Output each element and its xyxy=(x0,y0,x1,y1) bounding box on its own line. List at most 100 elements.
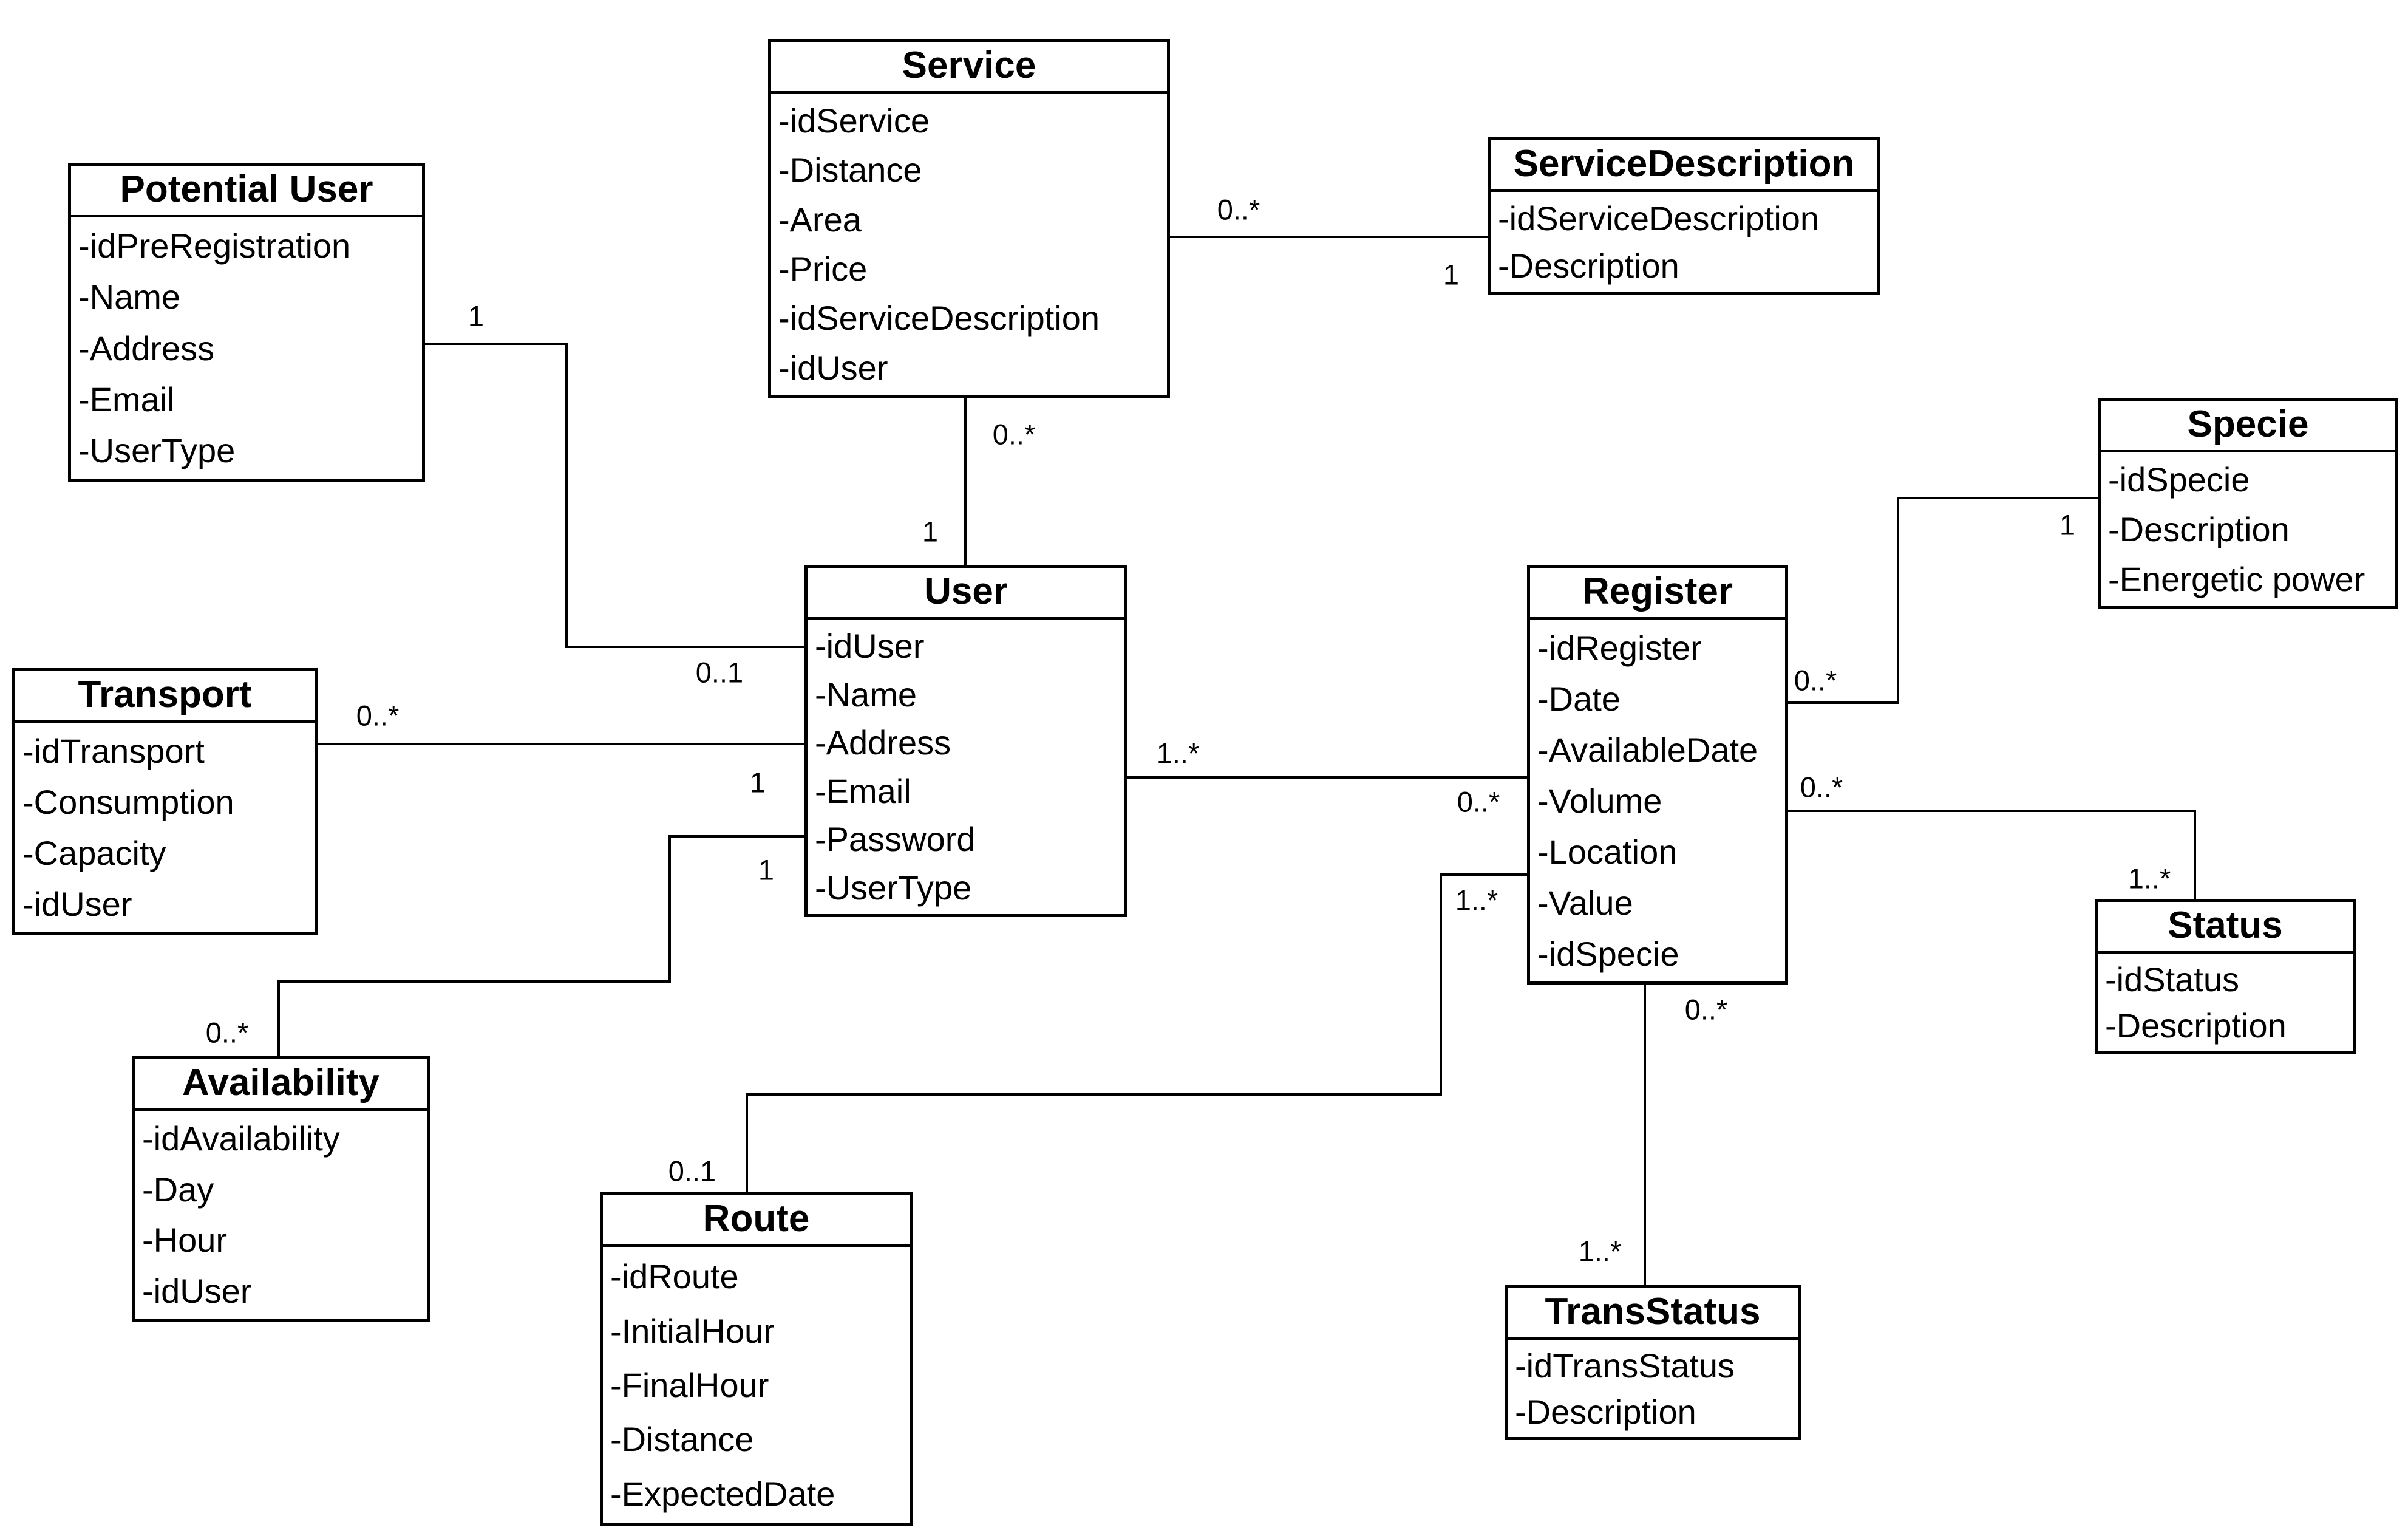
class-transport: Transport -idTransport -Consumption -Cap… xyxy=(12,668,318,935)
attribute: -idAvailability xyxy=(142,1119,340,1158)
multiplicity-label: 1 xyxy=(468,299,485,332)
attribute: -Name xyxy=(78,278,181,316)
class-availability: Availability -idAvailability -Day -Hour … xyxy=(132,1056,430,1322)
multiplicity-label: 0..* xyxy=(992,418,1036,451)
class-route: Route -idRoute -InitialHour -FinalHour -… xyxy=(600,1192,913,1526)
attribute: -Description xyxy=(1498,247,1679,285)
attribute-list: -idSpecie -Description -Energetic power xyxy=(2101,452,2395,606)
attribute: -Volume xyxy=(1537,781,1662,820)
class-title: Potential User xyxy=(71,166,422,217)
attribute: -AvailableDate xyxy=(1537,730,1758,769)
attribute: -idSpecie xyxy=(1537,934,1679,973)
attribute-list: -idRoute -InitialHour -FinalHour -Distan… xyxy=(603,1247,910,1523)
attribute-list: -idServiceDescription -Description xyxy=(1491,192,1877,292)
class-register: Register -idRegister -Date -AvailableDat… xyxy=(1527,565,1788,985)
class-title: Register xyxy=(1530,568,1785,620)
attribute: -Description xyxy=(2108,510,2290,548)
class-status: Status -idStatus -Description xyxy=(2095,899,2356,1054)
class-title: Service xyxy=(771,42,1167,94)
attribute: -Description xyxy=(2105,1006,2287,1045)
attribute: -idPreRegistration xyxy=(78,226,351,265)
attribute: -idUser xyxy=(815,627,925,666)
attribute: -ExpectedDate xyxy=(610,1474,835,1513)
class-title: Status xyxy=(2098,902,2353,954)
attribute: -Address xyxy=(78,329,215,367)
class-user: User -idUser -Name -Address -Email -Pass… xyxy=(804,565,1127,917)
class-service: Service -idService -Distance -Area -Pric… xyxy=(768,39,1170,398)
class-title: User xyxy=(808,568,1124,620)
multiplicity-label: 1..* xyxy=(1578,1235,1622,1268)
attribute-list: -idTransStatus -Description xyxy=(1508,1340,1798,1437)
attribute: -Location xyxy=(1537,832,1678,871)
multiplicity-label: 0..* xyxy=(1217,193,1260,226)
multiplicity-label: 1 xyxy=(1443,258,1460,291)
attribute: -Date xyxy=(1537,679,1621,718)
attribute: -FinalHour xyxy=(610,1366,769,1405)
class-specie: Specie -idSpecie -Description -Energetic… xyxy=(2098,398,2398,609)
attribute: -Price xyxy=(778,250,868,288)
attribute: -idUser xyxy=(22,885,132,924)
attribute: -Value xyxy=(1537,883,1633,922)
class-title: Specie xyxy=(2101,401,2395,452)
attribute: -Distance xyxy=(778,151,922,189)
attribute-list: -idPreRegistration -Name -Address -Email… xyxy=(71,217,422,479)
multiplicity-label: 0..* xyxy=(1684,993,1728,1026)
attribute-list: -idStatus -Description xyxy=(2098,954,2353,1051)
attribute: -InitialHour xyxy=(610,1311,775,1350)
attribute: -idServiceDescription xyxy=(778,299,1100,338)
attribute: -idRoute xyxy=(610,1257,739,1296)
attribute: -UserType xyxy=(815,868,972,907)
multiplicity-label: 0..* xyxy=(1800,771,1843,804)
class-title: TransStatus xyxy=(1508,1288,1798,1340)
association-potential-user-user-line xyxy=(425,343,804,648)
attribute: -idService xyxy=(778,101,930,140)
multiplicity-label: 1 xyxy=(758,853,775,886)
multiplicity-label: 0..1 xyxy=(668,1155,716,1187)
class-title: Availability xyxy=(135,1059,427,1111)
multiplicity-label: 1 xyxy=(749,766,766,799)
attribute-list: -idService -Distance -Area -Price -idSer… xyxy=(771,94,1167,395)
multiplicity-label: 1..* xyxy=(1156,737,1200,770)
attribute-list: -idAvailability -Day -Hour -idUser xyxy=(135,1111,427,1319)
class-title: ServiceDescription xyxy=(1491,140,1877,192)
attribute: -idStatus xyxy=(2105,960,2239,998)
attribute: -Address xyxy=(815,723,951,762)
association-register-route-line xyxy=(746,873,1527,1192)
attribute: -Distance xyxy=(610,1420,754,1459)
class-title: Route xyxy=(603,1195,910,1247)
attribute: -idTransport xyxy=(22,731,205,770)
association-register-status-line xyxy=(1788,810,2196,899)
attribute: -idServiceDescription xyxy=(1498,199,1820,237)
attribute: -Capacity xyxy=(22,834,166,873)
attribute: -Description xyxy=(1515,1392,1696,1431)
attribute: -idTransStatus xyxy=(1515,1346,1735,1385)
multiplicity-label: 0..* xyxy=(1457,785,1500,818)
multiplicity-label: 0..1 xyxy=(695,656,744,689)
multiplicity-label: 1..* xyxy=(1455,884,1498,916)
attribute-list: -idUser -Name -Address -Email -Password … xyxy=(808,620,1124,914)
association-user-availability-line xyxy=(277,835,804,1056)
attribute: -Area xyxy=(778,200,862,239)
class-service-description: ServiceDescription -idServiceDescription… xyxy=(1488,137,1880,295)
multiplicity-label: 0..* xyxy=(356,699,400,732)
multiplicity-label: 1 xyxy=(922,515,939,548)
attribute: -idUser xyxy=(778,348,888,387)
attribute: -Day xyxy=(142,1170,214,1209)
attribute: -UserType xyxy=(78,431,236,470)
attribute: -Energetic power xyxy=(2108,559,2365,598)
attribute: -idSpecie xyxy=(2108,460,2250,499)
attribute: -Hour xyxy=(142,1221,228,1260)
association-register-specie-line xyxy=(1788,497,2098,704)
attribute: -Consumption xyxy=(22,782,234,821)
multiplicity-label: 0..* xyxy=(1794,664,1837,697)
multiplicity-label: 0..* xyxy=(205,1016,249,1049)
attribute: -Password xyxy=(815,820,976,859)
attribute: -Email xyxy=(78,380,175,418)
attribute: -Name xyxy=(815,675,917,714)
attribute-list: -idTransport -Consumption -Capacity -idU… xyxy=(15,723,315,932)
attribute: -idUser xyxy=(142,1271,252,1310)
multiplicity-label: 1 xyxy=(2059,508,2076,541)
attribute: -Email xyxy=(815,771,911,810)
